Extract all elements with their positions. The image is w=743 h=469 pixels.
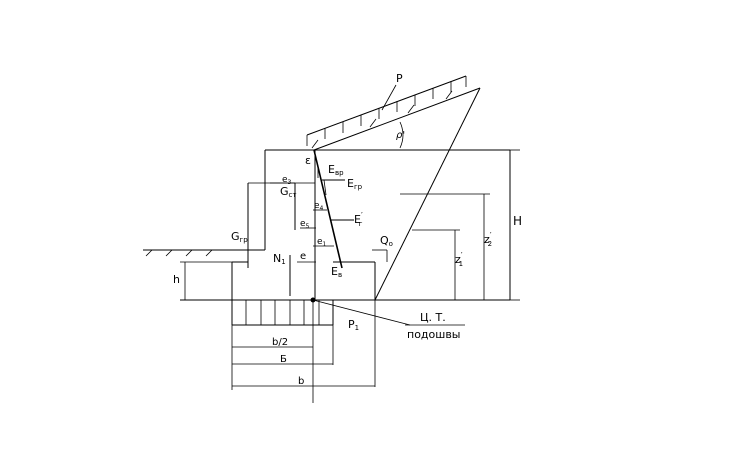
label-z2: z′2 xyxy=(484,231,492,248)
label-e-gr: Eгр xyxy=(347,177,363,191)
label-epsilon: ε xyxy=(305,154,311,167)
label-b: b xyxy=(298,376,304,387)
eccentricity-dimensions xyxy=(270,182,334,263)
label-e: e xyxy=(300,251,306,262)
label-e3: e3 xyxy=(282,175,292,186)
rho-arc xyxy=(399,121,404,149)
label-e-v: Eв xyxy=(331,265,342,279)
label-e5: e5 xyxy=(300,219,310,230)
label-g-st: Gст xyxy=(280,185,296,199)
cog-leader xyxy=(312,299,411,326)
label-n1: N1 xyxy=(273,252,286,266)
label-h-lower: h xyxy=(173,273,180,286)
label-g-gr: Gгр xyxy=(231,230,248,244)
label-b-cyr: Б xyxy=(280,354,287,365)
label-e1: e1 xyxy=(317,237,327,248)
backfill-slope xyxy=(313,87,481,151)
label-z1: z′1 xyxy=(455,251,463,268)
width-dimensions xyxy=(231,300,376,390)
label-rho: ρ' xyxy=(396,130,405,141)
label-e4: e4 xyxy=(314,201,324,212)
p-leader xyxy=(381,84,397,111)
label-p1: P1 xyxy=(348,318,359,332)
wall-outline xyxy=(180,149,511,301)
label-b-half: b/2 xyxy=(272,337,288,348)
label-p: P xyxy=(396,72,403,85)
label-q0: Qo xyxy=(380,234,393,248)
base-pressure-arrows xyxy=(231,300,334,326)
label-h-upper: H xyxy=(513,214,522,228)
label-sole: подошвы xyxy=(407,328,461,341)
label-cog: Ц. Т. xyxy=(420,311,446,324)
label-e-g: E′г xyxy=(354,211,363,228)
ground-surface-left xyxy=(143,249,248,257)
q0-indicator xyxy=(372,249,388,262)
label-e-br: Eвр xyxy=(328,163,344,177)
load-p-arrows xyxy=(306,75,467,149)
wall-back-face xyxy=(313,149,343,269)
height-dimensions xyxy=(180,149,520,301)
